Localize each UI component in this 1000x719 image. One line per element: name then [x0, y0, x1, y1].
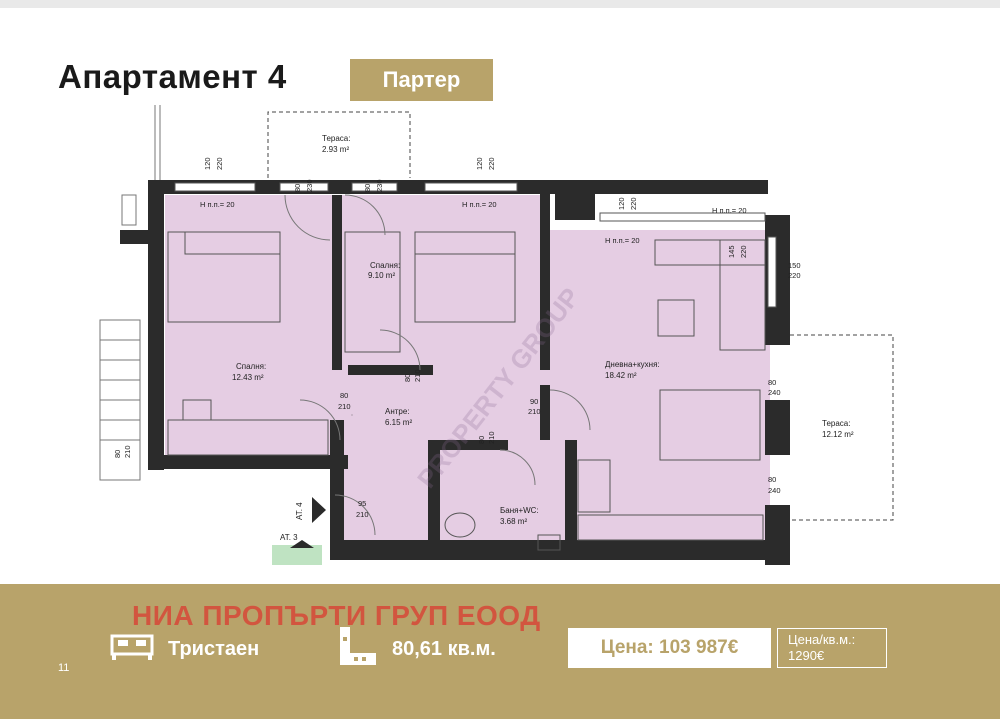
dim-210-d: 210	[487, 431, 496, 444]
room-bath-name: Баня+WC:	[500, 506, 539, 515]
room-bath-area: 3.68 m²	[500, 517, 527, 526]
dim-240-r2: 240	[768, 486, 781, 495]
dim-hnp-1: Н п.п.= 20	[200, 200, 235, 209]
dim-hnp-3: Н п.п.= 20	[605, 236, 640, 245]
room-terrace-top-area: 2.93 m²	[322, 145, 349, 154]
dim-220-a: 220	[215, 157, 224, 170]
neighbor-markers: АТ. 4 АТ. 3	[272, 497, 326, 565]
price-per-m2-box: Цена/кв.м.: 1290€	[777, 628, 887, 668]
dim-240-r1: 240	[768, 388, 781, 397]
company-name: НИА ПРОПЪРТИ ГРУП ЕООД	[132, 600, 541, 631]
door-swings	[284, 194, 591, 536]
bed-icon	[110, 628, 154, 670]
price-label: Цена: 103 987€	[600, 637, 739, 658]
dim-hnp-2: Н п.п.= 20	[462, 200, 497, 209]
dim-120-a: 120	[203, 157, 212, 170]
area-feature: 80,61 кв.м.	[338, 625, 496, 673]
walls	[120, 180, 790, 565]
dim-220-b: 220	[487, 157, 496, 170]
price-per-m2-label: Цена/кв.м.:	[788, 632, 856, 647]
room-living-area: 18.42 m²	[605, 371, 637, 380]
floor-badge: Партер	[350, 59, 493, 101]
dim-220-d: 220	[739, 245, 748, 258]
dim-80-c: 80	[403, 374, 412, 382]
dim-80-hall: 80	[340, 391, 348, 400]
at3-arrow	[290, 540, 314, 548]
dim-210-hall: 210	[338, 402, 351, 411]
at4-label: АТ. 4	[295, 502, 304, 520]
floor-plan: Тераса: 2.93 m² Спалня: 12.43 m² Спалня:…	[99, 105, 894, 565]
room-hall-name: Антре:	[385, 407, 410, 416]
room-terrace-right-area: 12.12 m²	[822, 430, 854, 439]
dim-80-a: 80	[293, 184, 302, 192]
at4-arrow	[312, 497, 326, 523]
top-strip	[0, 0, 1000, 8]
room-terrace-right-name: Тераса:	[822, 419, 850, 428]
at3-area	[272, 545, 322, 565]
dim-80-e: 80	[113, 450, 122, 458]
footer-band	[0, 584, 1000, 719]
page-number: 11	[58, 662, 70, 674]
room-terrace-top-name: Тераса:	[322, 134, 350, 143]
dimension-labels: Н п.п.= 20 Н п.п.= 20 Н п.п.= 20 Н п.п.=…	[113, 157, 801, 519]
windows	[174, 182, 777, 308]
dim-210-living: 210	[528, 407, 541, 416]
price-per-m2-value: 1290€	[788, 648, 825, 663]
dim-80-r1: 80	[768, 378, 776, 387]
page-title: Апартамент 4	[58, 58, 287, 95]
dim-95: 95	[358, 499, 366, 508]
room-bedroom2-name: Спалня:	[370, 261, 400, 270]
room-bedroom1-area: 12.43 m²	[232, 373, 264, 382]
dim-80-b: 80	[363, 184, 372, 192]
room-labels: Тераса: 2.93 m² Спалня: 12.43 m² Спалня:…	[232, 134, 854, 526]
dim-90: 90	[530, 397, 538, 406]
rooms-type-label: Тристаен	[168, 637, 260, 660]
rooms-feature: Тристаен	[110, 628, 259, 670]
dim-210-c: 210	[413, 369, 422, 382]
dim-210-e: 210	[123, 445, 132, 458]
dim-120-c: 120	[617, 197, 626, 210]
dim-220-c: 220	[629, 197, 638, 210]
price-box: Цена: 103 987€	[568, 628, 771, 668]
dim-150: 150	[788, 261, 801, 270]
floor-plan-icon	[338, 625, 378, 673]
dim-145: 145	[727, 245, 736, 258]
dim-80-d: 80	[477, 436, 486, 444]
dim-hnp-4: Н п.п.= 20	[712, 206, 747, 215]
left-stair	[99, 105, 161, 481]
room-hall-area: 6.15 m²	[385, 418, 412, 427]
furniture	[167, 231, 766, 551]
dim-210-entry: 210	[356, 510, 369, 519]
area-label: 80,61 кв.м.	[392, 637, 496, 660]
dim-80-r2: 80	[768, 475, 776, 484]
room-bedroom2-area: 9.10 m²	[368, 271, 395, 280]
dim-120-b: 120	[475, 157, 484, 170]
dim-220-right: 220	[788, 271, 801, 280]
dim-230-b: 230	[375, 179, 384, 192]
at3-label: АТ. 3	[280, 533, 298, 542]
terrace-outlines	[267, 111, 894, 521]
dim-230-a: 230	[305, 179, 314, 192]
room-living-name: Дневна+кухня:	[605, 360, 660, 369]
room-bedroom1-name: Спалня:	[236, 362, 266, 371]
